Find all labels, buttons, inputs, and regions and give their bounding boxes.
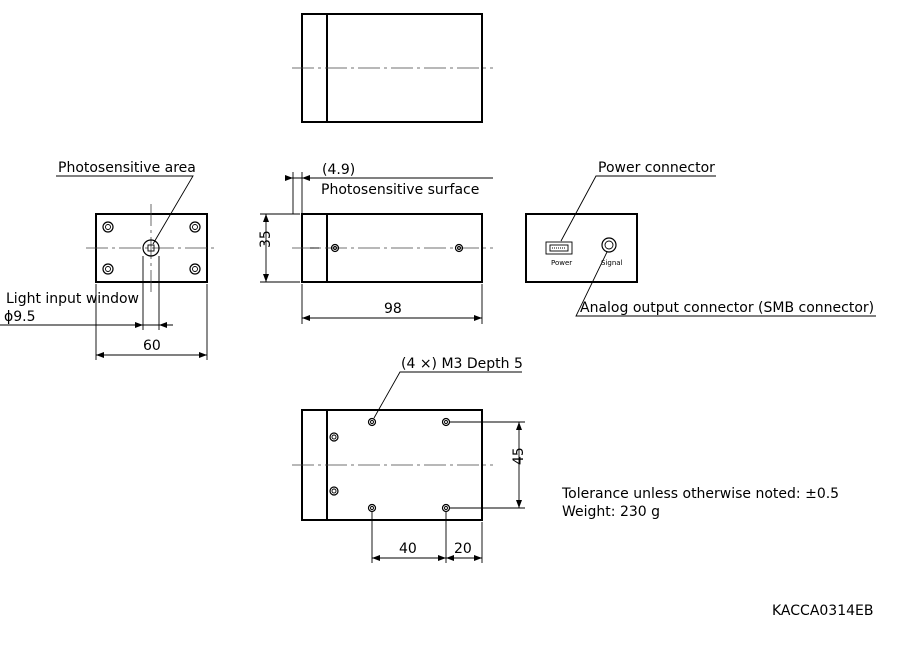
screw-icon bbox=[454, 243, 464, 253]
screw-icon bbox=[330, 243, 340, 253]
rear-view-body bbox=[525, 213, 638, 283]
phi-dimension-label: ϕ9.5 bbox=[4, 309, 36, 325]
signal-connector-icon bbox=[601, 237, 617, 253]
tolerance-note: Tolerance unless otherwise noted: ±0.5 bbox=[561, 486, 839, 502]
photosensitive-area-leader bbox=[56, 175, 194, 245]
weight-note: Weight: 230 g bbox=[562, 504, 660, 520]
photosensitive-surface-label: Photosensitive surface bbox=[321, 182, 479, 198]
screw-icon bbox=[329, 432, 339, 442]
screw-icon bbox=[102, 263, 114, 275]
photosensitive-area-icon bbox=[147, 244, 155, 252]
bottom-view: (4 ×) M3 Depth 5 45 40 20 bbox=[292, 356, 527, 563]
screw-icon bbox=[189, 221, 201, 233]
dim-60-label: 60 bbox=[143, 338, 161, 354]
power-connector-leader bbox=[560, 175, 716, 242]
light-input-window-icon bbox=[142, 239, 160, 257]
power-connector-icon bbox=[545, 241, 573, 255]
signal-small-label: Signal bbox=[601, 259, 623, 267]
top-view bbox=[292, 13, 493, 123]
light-input-window-label: Light input window bbox=[6, 291, 139, 307]
power-small-label: Power bbox=[551, 259, 572, 267]
holes-label: (4 ×) M3 Depth 5 bbox=[401, 356, 523, 372]
dim-45-label: 45 bbox=[511, 447, 527, 465]
rear-view: Power Signal Power connector Analog outp… bbox=[525, 160, 876, 317]
side-view: (4.9) Photosensitive surface 35 98 bbox=[258, 162, 493, 324]
photosensitive-area-label: Photosensitive area bbox=[58, 160, 196, 176]
power-connector-label: Power connector bbox=[598, 160, 715, 176]
dim-49-label: (4.9) bbox=[322, 162, 355, 178]
dim-35-label: 35 bbox=[258, 230, 274, 248]
analog-output-leader bbox=[575, 251, 876, 317]
drawing-code: KACCA0314EB bbox=[772, 603, 873, 619]
m3-hole-icon bbox=[367, 503, 377, 513]
m3-hole-icon bbox=[441, 417, 451, 427]
m3-hole-icon bbox=[367, 417, 377, 427]
front-view: Photosensitive area Light input window ϕ… bbox=[0, 160, 217, 360]
front-screw-holes bbox=[102, 221, 201, 275]
dim-40-label: 40 bbox=[399, 541, 417, 557]
screw-icon bbox=[329, 486, 339, 496]
holes-leader bbox=[373, 371, 522, 419]
notes: Tolerance unless otherwise noted: ±0.5 W… bbox=[561, 486, 873, 619]
dim-20-label: 20 bbox=[454, 541, 472, 557]
screw-icon bbox=[189, 263, 201, 275]
m3-hole-icon bbox=[441, 503, 451, 513]
analog-output-label: Analog output connector (SMB connector) bbox=[580, 300, 874, 316]
screw-icon bbox=[102, 221, 114, 233]
dim-98-label: 98 bbox=[384, 301, 402, 317]
